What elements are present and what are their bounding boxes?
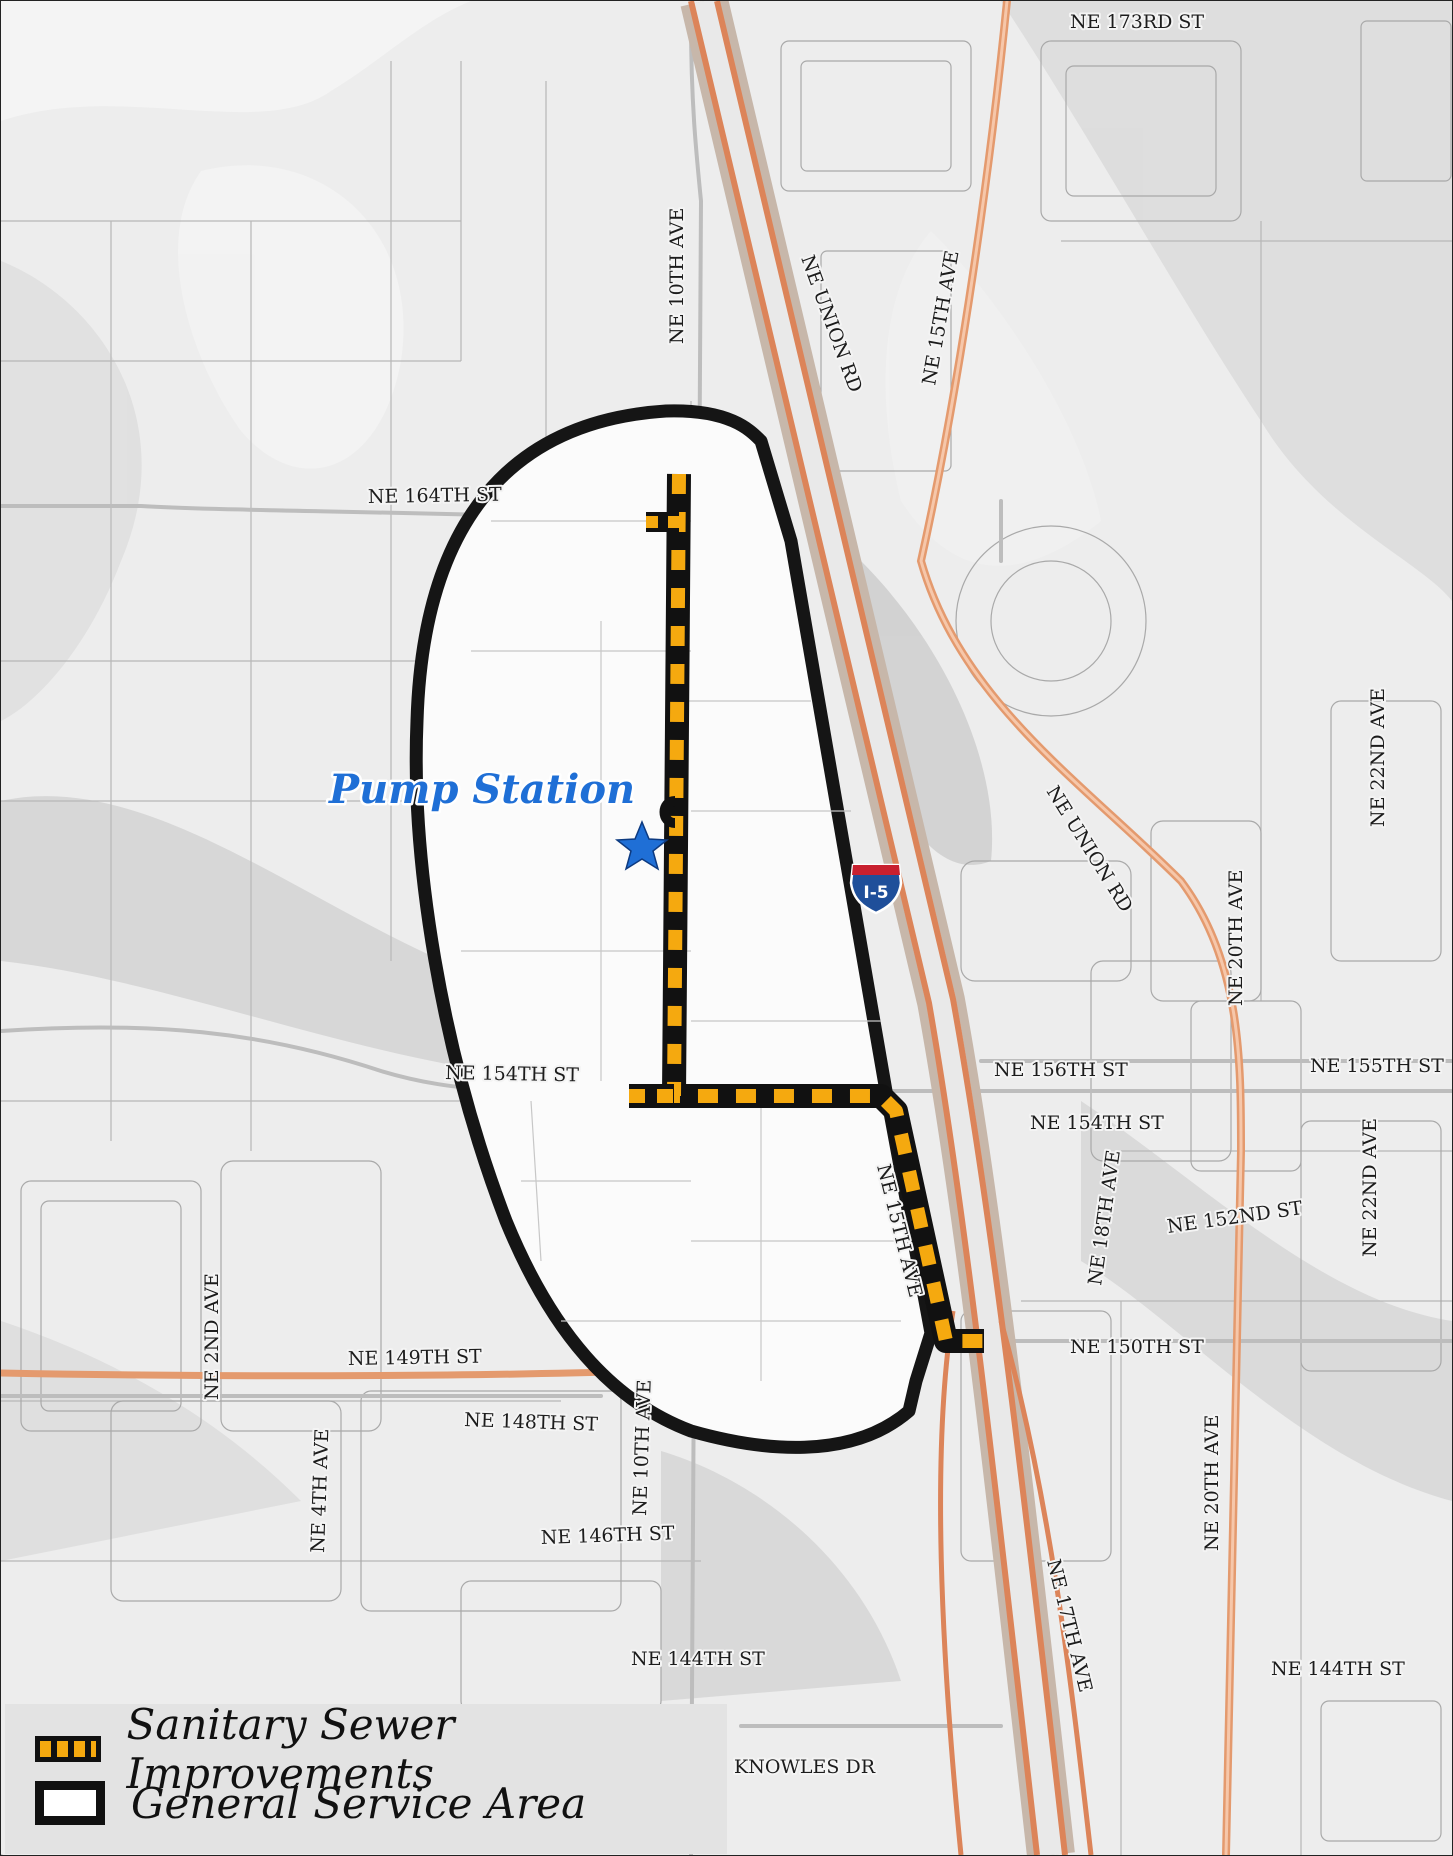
pump-station-star-icon[interactable] [614,820,670,871]
street-label-ne-10th-ave-north: NE 10TH AVE [666,208,688,344]
sewer-line-swatch-icon [35,1736,101,1762]
street-label-ne-154th-st-east: NE 154TH ST [1030,1112,1164,1134]
hillshade [1,1,1452,1701]
major-roads [1,1,1246,1855]
parcel-lines [1,61,1452,1855]
interstate-shield-icon: I-5 [849,863,903,915]
street-label-ne-22nd-ave-south: NE 22ND AVE [1359,1118,1381,1257]
street-label-ne-149th-st: NE 149TH ST [348,1346,482,1370]
street-label-ne-20th-ave-south: NE 20TH AVE [1201,1415,1223,1551]
service-area-parcels [461,520,906,1381]
street-label-ne-4th-ave: NE 4TH AVE [307,1428,333,1553]
sanitary-sewer-improvements[interactable] [629,473,984,1353]
street-label-ne-148th-st: NE 148TH ST [464,1409,599,1436]
street-label-ne-2nd-ave: NE 2ND AVE [201,1273,223,1400]
street-label-ne-155th-st: NE 155TH ST [1310,1055,1444,1077]
street-label-ne-164th-st: NE 164TH ST [368,484,502,508]
street-label-ne-173rd-st: NE 173RD ST [1070,11,1204,33]
interstate-i5 [680,1,1094,1855]
pump-station-label: Pump Station [328,766,635,813]
street-label-ne-22nd-ave-north: NE 22ND AVE [1367,688,1389,827]
street-label-ne-146th-st: NE 146TH ST [540,1522,675,1549]
street-label-ne-154th-st-west: NE 154TH ST [445,1062,579,1086]
street-label-knowles-dr: KNOWLES DR [734,1756,876,1778]
street-label-ne-20th-ave-north: NE 20TH AVE [1225,870,1247,1006]
service-area-swatch-icon [35,1781,105,1825]
interstate-shield-text: I-5 [863,883,888,903]
street-label-ne-156th-st: NE 156TH ST [994,1059,1128,1081]
legend-item-sewer: Sanitary Sewer Improvements [35,1700,727,1798]
legend-item-service-area: General Service Area [35,1776,586,1830]
street-label-ne-144th-st-west: NE 144TH ST [631,1648,765,1670]
legend-label-sewer: Sanitary Sewer Improvements [126,1700,455,1798]
map-legend: Sanitary Sewer Improvements General Serv… [5,1700,727,1854]
legend-label-service-area: General Service Area [131,1778,587,1828]
street-label-ne-150th-st: NE 150TH ST [1070,1336,1204,1358]
street-label-ne-144th-st-east: NE 144TH ST [1271,1658,1405,1680]
